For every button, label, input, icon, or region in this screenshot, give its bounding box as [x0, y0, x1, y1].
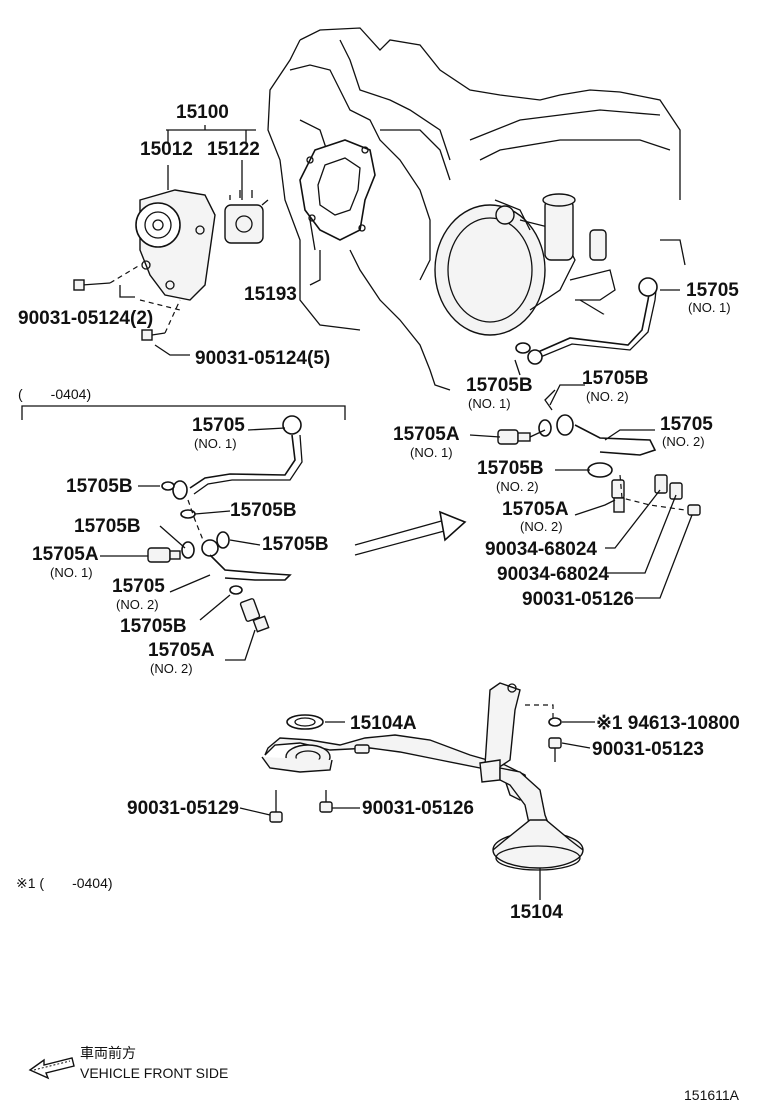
- label-15705b-no2-lower-sub: (NO. 2): [496, 479, 539, 494]
- transition-arrow: [354, 510, 467, 556]
- inset-label-15705-no1: 15705: [192, 415, 245, 436]
- inset-label-15705a-no2-sub: (NO. 2): [150, 661, 193, 676]
- inset-label-15705-no1-sub: (NO. 1): [194, 436, 237, 451]
- inset-label-15705b-a: 15705B: [66, 476, 133, 497]
- inset-label-15705a-no1-sub: (NO. 1): [50, 565, 93, 580]
- label-15705b-no2-lower: 15705B: [477, 458, 544, 479]
- label-90034-68024-b: 90034-68024: [497, 564, 609, 585]
- label-90031-05123: 90031-05123: [592, 739, 704, 760]
- inset-label-15705b-d: 15705B: [262, 534, 329, 555]
- front-side-jp: 車両前方: [80, 1045, 136, 1061]
- water-pump-drawing: [73, 189, 269, 341]
- label-15012: 15012: [140, 139, 193, 160]
- label-94613-10800: ※1 94613-10800: [596, 713, 740, 734]
- label-15705-no1: 15705: [686, 280, 739, 301]
- inset-label-15705b-b: 15705B: [230, 500, 297, 521]
- footnote: ※1 ( -0404): [16, 875, 113, 891]
- figure-id: 151611A: [684, 1087, 740, 1103]
- label-15705-no1-sub: (NO. 1): [688, 300, 731, 315]
- label-90031-05126-clamp: 90031-05126: [522, 589, 634, 610]
- leader-lines: [100, 125, 693, 900]
- label-15705a-no2: 15705A: [502, 499, 569, 520]
- label-15705b-no2-sub: (NO. 2): [586, 389, 629, 404]
- label-15705b-no1: 15705B: [466, 375, 533, 396]
- label-90031-05124-2: 90031-05124(2): [18, 308, 153, 329]
- engine-block-drawing: [267, 27, 686, 391]
- label-15705a-no1: 15705A: [393, 424, 460, 445]
- label-15705a-no2-sub: (NO. 2): [520, 519, 563, 534]
- label-15100: 15100: [176, 102, 229, 123]
- label-90031-05129: 90031-05129: [127, 798, 239, 819]
- label-90031-05126-strainer: 90031-05126: [362, 798, 474, 819]
- label-90031-05124-5: 90031-05124(5): [195, 348, 330, 369]
- inset-label-15705b-c: 15705B: [74, 516, 141, 537]
- inset-label-15705b-e: 15705B: [120, 616, 187, 637]
- inset-label-15705a-no2: 15705A: [148, 640, 215, 661]
- oil-tube-right-drawing: [497, 277, 701, 516]
- label-15705a-no1-sub: (NO. 1): [410, 445, 453, 460]
- front-arrow-icon: [28, 1057, 75, 1080]
- oil-strainer-drawing: [261, 682, 584, 871]
- inset-label-15705a-no1: 15705A: [32, 544, 99, 565]
- label-15104a: 15104A: [350, 713, 417, 734]
- label-15122: 15122: [207, 139, 260, 160]
- inset-range-label: ( -0404): [18, 386, 91, 402]
- label-15705-no2: 15705: [660, 414, 713, 435]
- label-15705b-no1-sub: (NO. 1): [468, 396, 511, 411]
- label-90034-68024-a: 90034-68024: [485, 539, 597, 560]
- inset-label-15705-no2: 15705: [112, 576, 165, 597]
- label-15193: 15193: [244, 284, 297, 305]
- front-side-en: VEHICLE FRONT SIDE: [80, 1065, 228, 1081]
- inset-label-15705-no2-sub: (NO. 2): [116, 597, 159, 612]
- label-15705b-no2: 15705B: [582, 368, 649, 389]
- label-15104: 15104: [510, 902, 563, 923]
- label-15705-no2-sub: (NO. 2): [662, 434, 705, 449]
